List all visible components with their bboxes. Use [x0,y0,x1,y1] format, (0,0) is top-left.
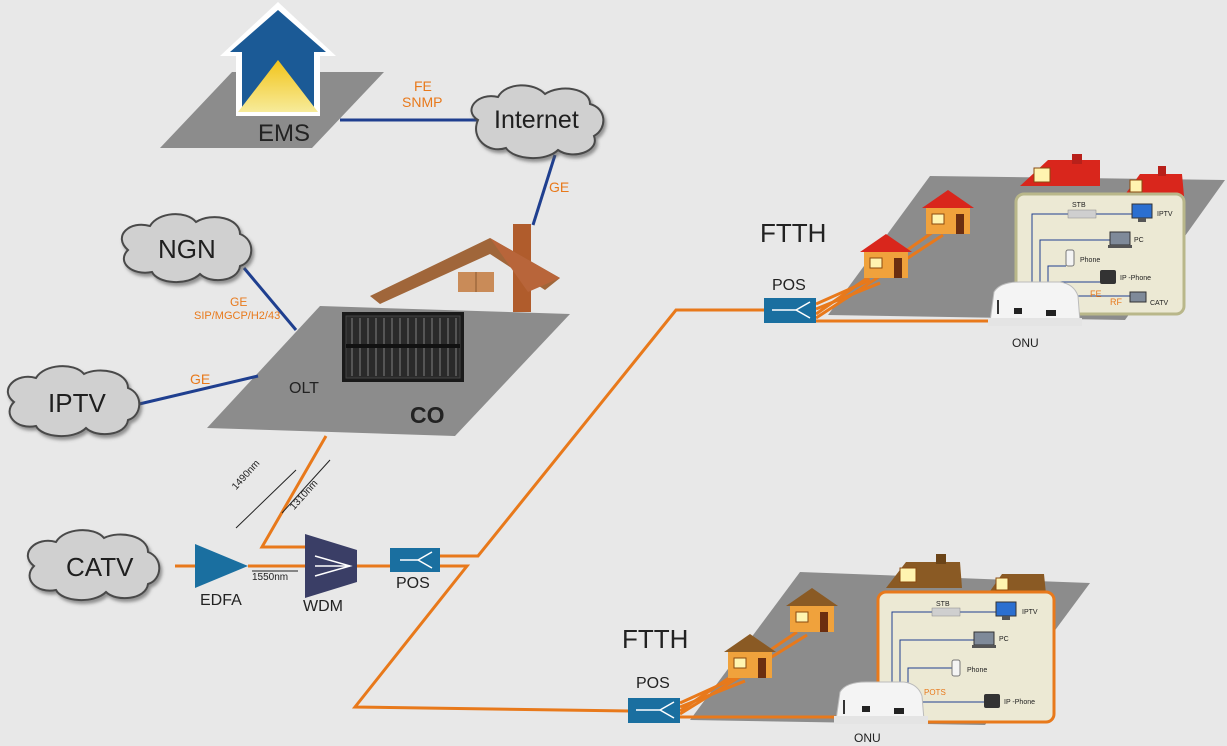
bottom-phone-icon [951,659,961,677]
pos-bottom-splitter-icon [628,698,680,723]
top-onu-device-icon [988,281,1082,326]
bottom-stb-label: STB [936,601,950,608]
top-fe-label: FE [1090,289,1102,299]
ngn-protocols-label: SIP/MGCP/H2/43 [194,310,281,322]
top-iptv-monitor-icon [1131,203,1153,222]
wavelength-ticks [235,459,331,572]
wavelength-1550-label: 1550nm [252,572,289,583]
top-stb-label: STB [1072,202,1086,209]
wdm-label: WDM [303,598,343,615]
catv-cloud-icon [27,529,161,601]
edfa-label: EDFA [200,592,242,609]
catv-label: CATV [66,552,134,582]
co-building-icon [370,224,560,312]
ems-icon [220,2,336,116]
edfa-amplifier-icon [195,544,248,588]
top-ip-phone-label: IP -Phone [1120,275,1152,282]
pos-top-label: POS [772,277,806,294]
ftth-top-title: FTTH [760,218,827,248]
bottom-pots-label: POTS [924,688,946,697]
co-label: CO [410,402,445,428]
olt-rack-icon [342,312,464,382]
bottom-onu-device-icon [834,681,928,724]
top-stb-icon [1067,209,1097,219]
ems-label: EMS [258,120,311,147]
fe-link-label: FE [414,78,432,94]
snmp-link-label: SNMP [402,94,443,110]
iptv-ge-label: GE [190,371,211,387]
ngn-ge-label: GE [230,295,248,309]
ngn-cloud-icon [121,213,253,283]
pos-center-label: POS [396,575,430,592]
bottom-phone-label: Phone [967,667,988,674]
internet-cloud-icon [470,84,605,159]
house-top-1-icon [860,234,912,278]
bottom-iptv-monitor-icon [995,601,1017,620]
onu-top-label: ONU [1012,336,1039,350]
bottom-stb-icon [931,607,961,617]
copper-links [134,118,557,407]
house-bottom-2-icon [786,588,838,632]
ftth-bottom-title: FTTH [622,624,689,654]
house-top-2-icon [922,190,974,234]
bottom-pc-label: PC [999,636,1009,643]
top-catv-icon [1129,291,1147,303]
onu-bottom-label: ONU [854,731,881,745]
top-pc-label: PC [1134,237,1144,244]
ngn-label: NGN [158,234,216,264]
top-phone-label: Phone [1080,257,1101,264]
wdm-coupler-icon [305,534,357,598]
top-rf-label: RF [1110,297,1122,307]
top-iptv-label: IPTV [1157,211,1173,218]
bottom-ip-phone-icon [984,694,1000,708]
house-bottom-big-icon [886,554,1046,594]
top-ip-phone-icon [1100,270,1116,284]
bottom-iptv-label: IPTV [1022,609,1038,616]
house-top-big-icon [1020,154,1184,196]
bottom-home-panel [876,590,1056,724]
olt-label: OLT [289,380,319,397]
internet-label: Internet [494,106,579,134]
fiber-links [175,230,990,719]
top-catv-label: CATV [1150,300,1169,307]
pos-top-splitter-icon [764,298,816,323]
pos-bottom-label: POS [636,675,670,692]
house-bottom-1-icon [724,634,776,678]
pos-center-splitter-icon [390,548,440,572]
iptv-cloud-icon [7,365,141,437]
top-pc-icon [1108,231,1132,248]
bottom-pc-icon [972,631,996,648]
bottom-ip-phone-label: IP -Phone [1004,699,1036,706]
top-phone-icon [1065,249,1075,267]
internet-ge-label: GE [549,179,570,195]
iptv-label: IPTV [48,388,106,418]
